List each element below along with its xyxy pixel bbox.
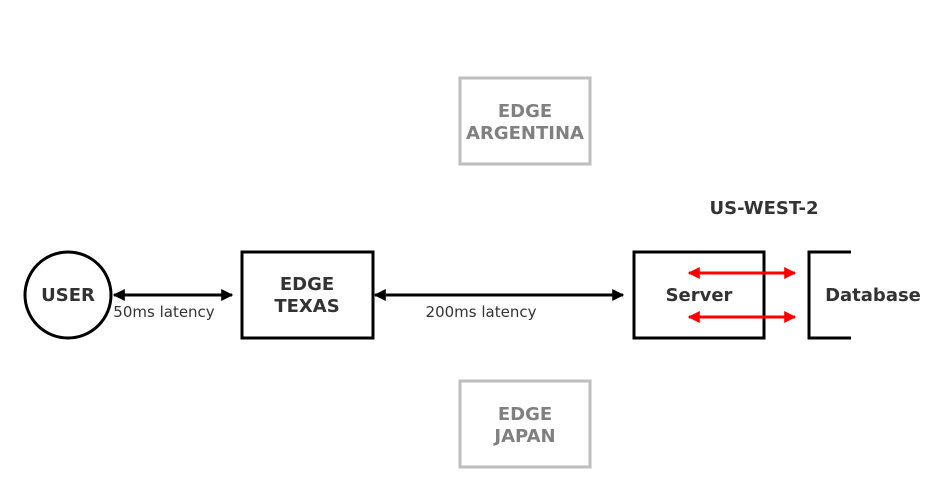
edge-argentina-label-line2: ARGENTINA xyxy=(466,123,584,144)
region-label: US-WEST-2 xyxy=(710,198,819,219)
user-edge-latency-label: 50ms latency xyxy=(113,303,215,321)
edge-japan-box xyxy=(458,379,592,469)
database-label: Database xyxy=(825,285,921,306)
user-node: USER xyxy=(23,250,113,340)
edge-texas-node: EDGE TEXAS xyxy=(240,250,375,340)
server-box xyxy=(632,250,766,340)
edge-texas-box xyxy=(240,250,375,340)
server-node: Server xyxy=(632,250,766,340)
database-node: Database xyxy=(807,250,921,340)
user-circle xyxy=(23,250,113,340)
edge-japan-label-line2: JAPAN xyxy=(492,426,555,447)
edge-texas-label-line2: TEXAS xyxy=(274,296,339,317)
edge-argentina-node: EDGE ARGENTINA xyxy=(458,76,592,166)
user-label: USER xyxy=(41,285,95,306)
edge-argentina-box xyxy=(458,76,592,166)
edge-argentina-label-line1: EDGE xyxy=(498,101,552,122)
edge-japan-label-line1: EDGE xyxy=(498,404,552,425)
server-label: Server xyxy=(666,285,733,306)
edge-japan-node: EDGE JAPAN xyxy=(458,379,592,469)
database-bracket xyxy=(807,250,851,340)
edge-server-latency-label: 200ms latency xyxy=(426,303,537,321)
edge-texas-label-line1: EDGE xyxy=(280,274,334,295)
